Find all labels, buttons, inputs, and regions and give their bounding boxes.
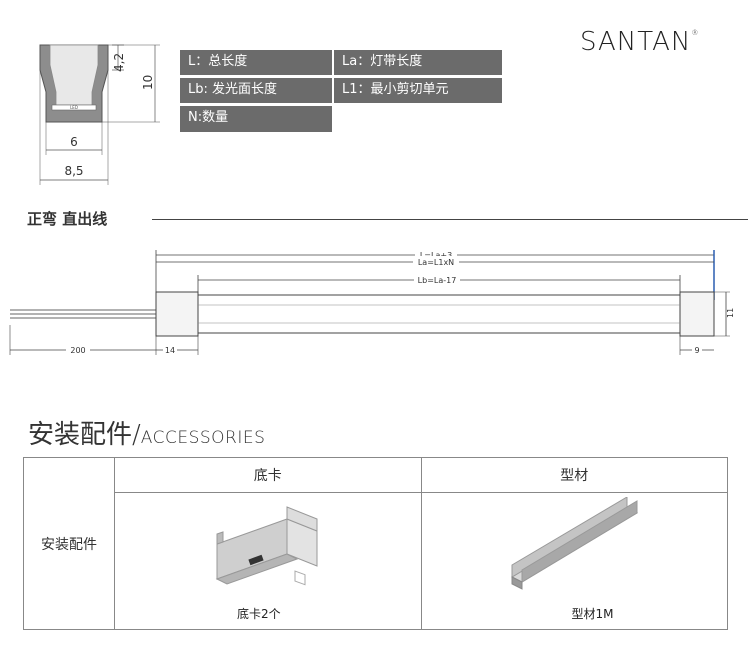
brand-name: SANTAN (580, 27, 692, 57)
strip-drawing: L=La+3 La=L1xN Lb=La-17 11 200 14 9 (9, 249, 735, 355)
dim-La: La=L1xN (418, 258, 454, 267)
profile-cross-section: LED 4,2 10 6 8,5 (39, 44, 160, 185)
section-title: 正弯 直出线 (27, 210, 108, 228)
aluminum-profile-icon (510, 497, 638, 590)
accessories-title-en: ACCESSORIES (140, 428, 266, 448)
dim-L: L=La+3 (420, 251, 452, 260)
clip-cell: 底卡2个 (114, 492, 422, 630)
dim-cap-right: 9 (694, 346, 699, 355)
legend-item: N:数量 (180, 106, 332, 132)
clip-caption: 底卡2个 (237, 607, 281, 621)
section-divider (152, 219, 748, 220)
legend-item: Lb: 发光面长度 (180, 78, 332, 103)
accessories-title-cn: 安装配件/ (28, 420, 141, 450)
brand-logo: SANTAN® (580, 27, 699, 57)
led-label: LED (70, 105, 78, 110)
dim-top-height: 4,2 (112, 53, 126, 72)
legend-item: La：灯带长度 (334, 50, 502, 75)
registered-mark: ® (691, 29, 700, 37)
profile-caption: 型材1M (571, 607, 614, 621)
column-header: 型材 (420, 457, 728, 493)
dim-wire: 200 (70, 346, 85, 355)
dim-cap-left: 14 (165, 346, 175, 355)
dimension-legend: L：总长度 La：灯带长度 Lb: 发光面长度 L1：最小剪切单元 N:数量 (180, 50, 502, 132)
dim-outer-width: 8,5 (64, 164, 83, 178)
mounting-clip-icon (215, 506, 318, 586)
accessories-table: 安装配件 底卡 型材 底卡2个 型材1M (23, 457, 728, 630)
accessories-title: 安装配件/ACCESSORIES (28, 414, 265, 451)
legend-item: L：总长度 (180, 50, 332, 75)
dim-height: 11 (726, 308, 735, 318)
dim-inner-width: 6 (70, 135, 78, 149)
profile-cell: 型材1M (420, 492, 728, 630)
column-header: 底卡 (114, 457, 422, 493)
dim-Lb: Lb=La-17 (418, 276, 457, 285)
dim-total-height: 10 (141, 75, 155, 90)
row-label: 安装配件 (23, 457, 115, 630)
legend-item: L1：最小剪切单元 (334, 78, 502, 103)
